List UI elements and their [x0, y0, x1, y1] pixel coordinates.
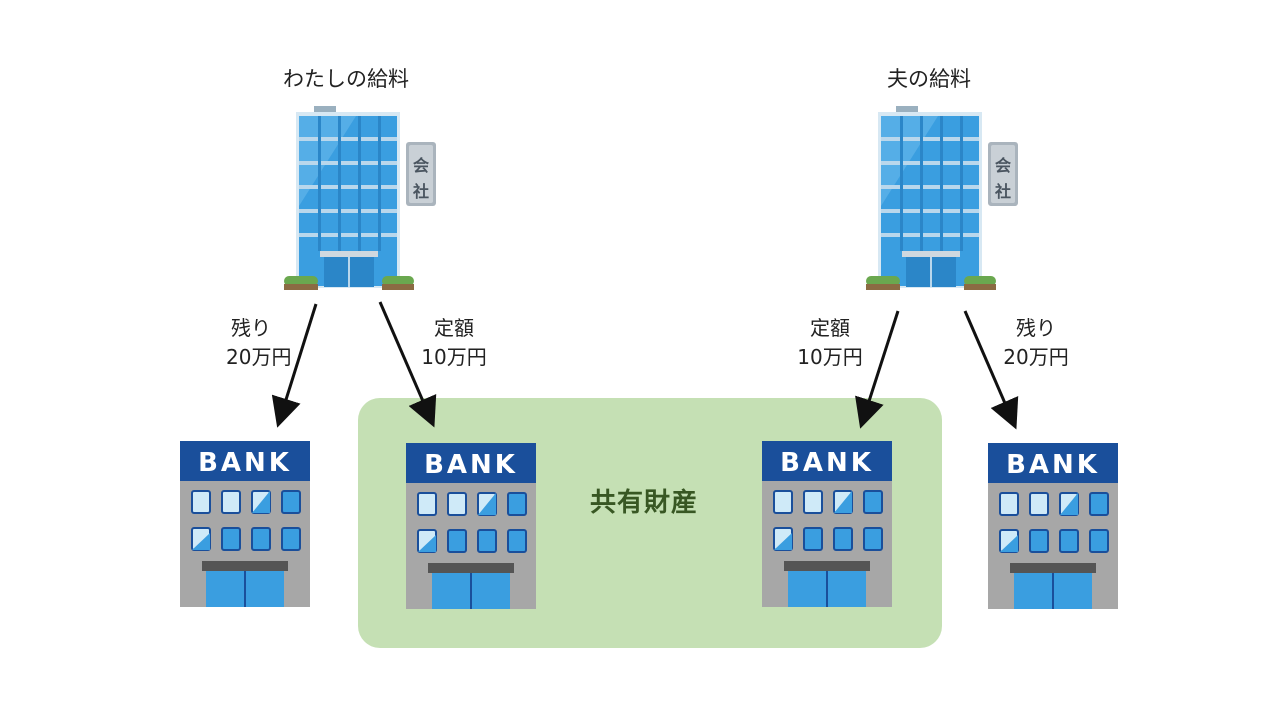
my-shared-bank-icon: BANK	[405, 442, 537, 610]
bank-sign: BANK	[424, 450, 518, 480]
my-fixed-label: 定額 10万円	[414, 314, 494, 372]
husband-salary-title: 夫の給料	[887, 67, 971, 91]
my-remainder-arrow	[271, 303, 318, 428]
my-remainder-kind: 残り	[231, 316, 271, 340]
husband-fixed-label: 定額 10万円	[790, 314, 870, 372]
bank-sign: BANK	[780, 448, 874, 478]
my-personal-bank-icon: BANK	[179, 440, 311, 608]
my-company-building-icon: 会 社	[284, 106, 436, 290]
husband-company-building-icon: 会 社	[866, 106, 1018, 290]
my-salary-title: わたしの給料	[283, 67, 409, 91]
husband-personal-bank-icon: BANK	[987, 442, 1119, 610]
bank-sign: BANK	[198, 448, 292, 478]
company-sign-char-2: 社	[994, 182, 1011, 201]
husband-remainder-amount: 20万円	[1003, 345, 1069, 369]
shared-assets-label: 共有財産	[589, 488, 698, 518]
bank-sign: BANK	[1006, 450, 1100, 480]
company-sign-char-2: 社	[412, 182, 429, 201]
company-sign-char-1: 会	[413, 156, 429, 175]
my-fixed-arrow	[378, 301, 437, 428]
my-fixed-amount: 10万円	[421, 345, 487, 369]
company-sign-char-1: 会	[995, 156, 1011, 175]
husband-remainder-kind: 残り	[1016, 316, 1056, 340]
my-fixed-kind: 定額	[434, 316, 474, 340]
husband-shared-bank-icon: BANK	[761, 440, 893, 608]
husband-fixed-amount: 10万円	[797, 345, 863, 369]
husband-remainder-label: 残り 20万円	[996, 314, 1076, 372]
husband-fixed-arrow	[855, 310, 900, 429]
husband-fixed-kind: 定額	[810, 316, 850, 340]
husband-remainder-arrow	[963, 310, 1019, 430]
